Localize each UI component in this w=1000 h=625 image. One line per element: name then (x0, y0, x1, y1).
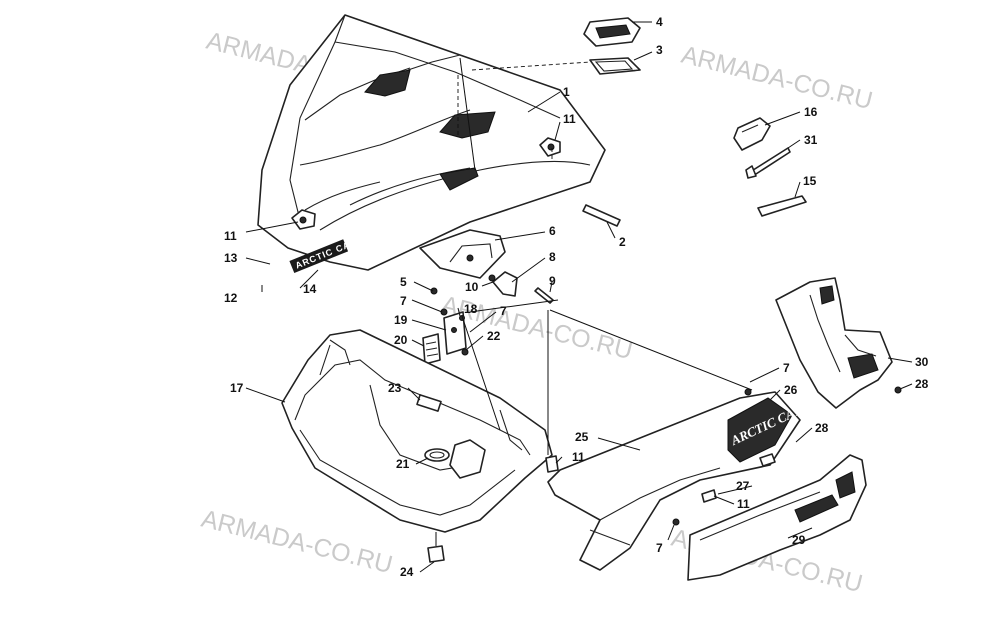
callout-9: 9 (549, 274, 556, 288)
vent-part (583, 17, 641, 75)
callout-30: 30 (915, 355, 929, 369)
mount-brackets (422, 311, 469, 365)
callout-4: 4 (656, 15, 663, 29)
front-fender-part (775, 277, 902, 409)
callout-7-bracket: 7 (500, 304, 507, 318)
assembly-lines (457, 61, 591, 162)
callout-11-bin: 11 (572, 450, 585, 464)
callout-1: 1 (563, 85, 570, 99)
callout-7-top: 7 (400, 294, 407, 308)
callout-20: 20 (394, 333, 408, 347)
callout-26: 26 (784, 383, 798, 397)
callout-22: 22 (487, 329, 501, 343)
callout-28-panel: 28 (815, 421, 829, 435)
callout-10: 10 (465, 280, 479, 294)
callout-21: 21 (396, 457, 410, 471)
small-parts-right (733, 117, 807, 217)
callout-19: 19 (394, 313, 408, 327)
callout-6: 6 (549, 224, 556, 238)
callout-16: 16 (804, 105, 818, 119)
callout-24: 24 (400, 565, 414, 579)
storage-bin-part (281, 329, 559, 563)
callout-15: 15 (803, 174, 817, 188)
callout-7-bottom: 7 (656, 541, 663, 555)
callout-17: 17 (230, 381, 244, 395)
callout-18: 18 (464, 302, 478, 316)
guide-lines (459, 57, 753, 455)
callout-31: 31 (804, 133, 818, 147)
callout-labels: 4 3 1 11 16 31 15 2 6 8 9 11 13 12 14 5 … (224, 15, 929, 579)
callout-11-hood-left: 11 (224, 229, 237, 243)
callout-leaders (245, 21, 913, 573)
side-panel-right (672, 454, 867, 581)
callout-11-panel: 11 (737, 497, 750, 511)
callout-29: 29 (792, 533, 806, 547)
watermark-bottom-left: ARMADA-CO.RU (199, 505, 396, 580)
callout-2: 2 (619, 235, 626, 249)
callout-3: 3 (656, 43, 663, 57)
callout-27: 27 (736, 479, 750, 493)
callout-23: 23 (388, 381, 402, 395)
callout-28-fender: 28 (915, 377, 929, 391)
watermark-top-right: ARMADA-CO.RU (679, 41, 876, 116)
callout-14: 14 (303, 282, 317, 296)
bracket-part (419, 229, 506, 279)
callout-13: 13 (224, 251, 238, 265)
callout-8: 8 (549, 250, 556, 264)
callout-5: 5 (400, 275, 407, 289)
callout-7-panel: 7 (783, 361, 790, 375)
callout-25: 25 (575, 430, 589, 444)
callout-11-hood-right: 11 (563, 112, 576, 126)
hardware-top (430, 271, 554, 316)
strip-part (582, 204, 621, 227)
callout-12: 12 (224, 291, 238, 305)
